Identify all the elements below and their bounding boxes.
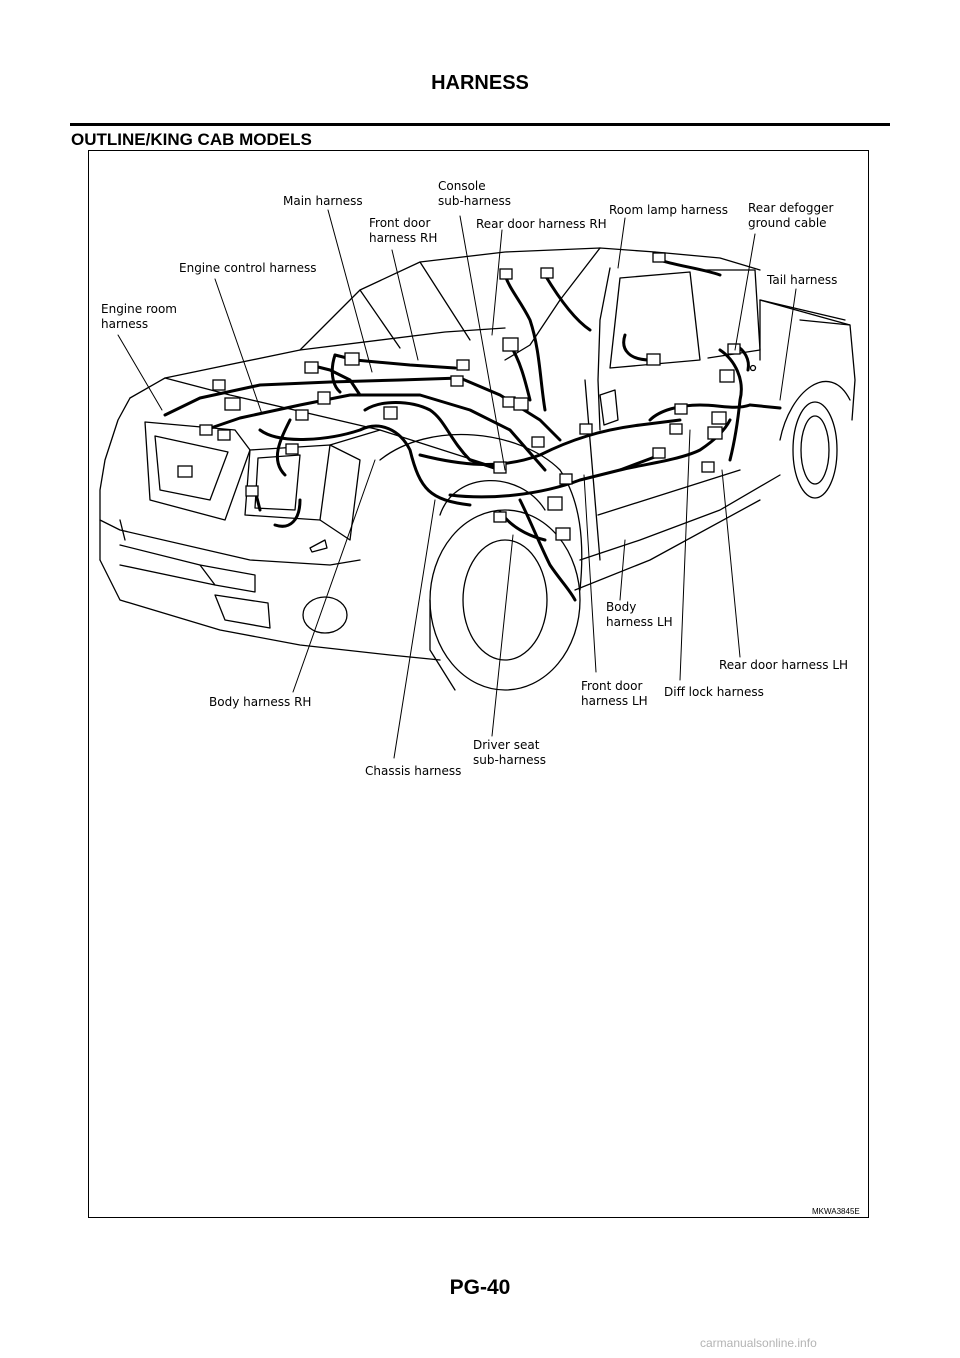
page-header-title: HARNESS <box>431 72 529 94</box>
figure-frame <box>88 150 869 1218</box>
label-front-door-harness-rh: Front door harness RH <box>369 216 438 245</box>
section-title: OUTLINE/KING CAB MODELS <box>71 130 312 149</box>
label-engine-room-harness: Engine room harness <box>101 302 177 331</box>
label-rear-door-harness-rh: Rear door harness RH <box>476 217 607 231</box>
watermark-text: carmanualsonline.info <box>700 1336 817 1350</box>
label-body-harness-rh: Body harness RH <box>209 695 312 709</box>
label-console-sub-harness: Console sub-harness <box>438 179 511 208</box>
leader-lines <box>117 209 797 759</box>
label-engine-control-harness: Engine control harness <box>179 261 317 275</box>
label-tail-harness: Tail harness <box>767 273 838 287</box>
label-rear-defogger-ground-cable: Rear defogger ground cable <box>748 201 834 230</box>
label-rear-door-harness-lh: Rear door harness LH <box>719 658 849 672</box>
page-number: PG-40 <box>449 1276 511 1299</box>
harness-routing <box>163 256 782 602</box>
label-room-lamp-harness: Room lamp harness <box>609 203 728 217</box>
label-chassis-harness: Chassis harness <box>365 764 462 778</box>
connectors <box>177 252 741 541</box>
header-rule <box>70 123 890 126</box>
figure-code: MKWA3845E <box>812 1207 860 1216</box>
label-main-harness: Main harness <box>283 194 363 208</box>
label-diff-lock-harness: Diff lock harness <box>664 685 764 699</box>
truck-body-outline <box>99 247 856 691</box>
label-body-harness-lh: Body harness LH <box>606 600 673 629</box>
label-front-door-harness-lh: Front door harness LH <box>581 679 648 708</box>
label-driver-seat-sub-harness: Driver seat sub-harness <box>473 738 546 767</box>
